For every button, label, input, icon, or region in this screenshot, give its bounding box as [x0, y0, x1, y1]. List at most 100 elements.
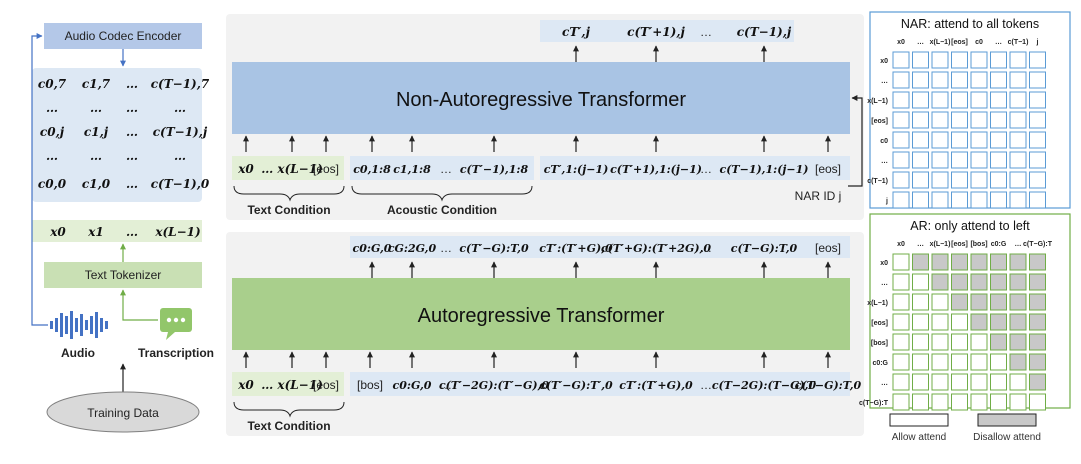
audio-label: Audio — [61, 346, 95, 360]
audio-codec-encoder-box — [44, 23, 202, 49]
mask-cell-allowed — [990, 131, 1007, 149]
nar-text-input-token: [eos] — [313, 162, 339, 176]
mask-col-header: [bos] — [970, 241, 987, 248]
mask-cell-allowed — [990, 191, 1007, 209]
audio-codec-encoder-label: Audio Codec Encoder — [65, 29, 182, 43]
mask-cell-allowed — [931, 171, 949, 189]
ar-output-token: c(T′+G):(T′+2G),0 — [601, 242, 711, 255]
mask-col-header: c0 — [975, 39, 983, 46]
mask-cell-allowed — [990, 111, 1007, 129]
mask-cell-allowed — [912, 71, 929, 89]
nar-text-condition-brace — [233, 185, 345, 202]
ar-codec-input-row — [350, 372, 850, 396]
mask-cell-disallowed — [1009, 353, 1027, 371]
codec-grid-cell: … — [126, 177, 138, 191]
mask-row-header: c(T−G):T — [859, 400, 889, 407]
mask-cell-allowed — [970, 373, 988, 391]
mask-col-header: j — [1036, 39, 1039, 46]
mask-cell-allowed — [1029, 51, 1046, 69]
text-token: x1 — [87, 225, 104, 239]
ar-input-token: [bos] — [357, 378, 383, 392]
audio-waveform-icon — [50, 311, 108, 339]
nar-acoustic-input-row — [350, 156, 534, 180]
mask-cell-allowed — [912, 191, 929, 209]
mask-cell-allowed — [892, 253, 910, 271]
ar-output-row — [350, 236, 850, 258]
nar-output-token: … — [700, 25, 712, 39]
mask-cell-allowed — [951, 373, 968, 391]
transcription-to-tokenizer-arrow — [120, 289, 158, 321]
mask-cell-allowed — [931, 293, 949, 311]
mask-cell-disallowed — [1029, 313, 1046, 331]
mask-cell-allowed — [931, 333, 949, 351]
mask-row-header: x0 — [880, 260, 888, 267]
ar-transformer-block — [232, 278, 850, 350]
codec-grid-cell: … — [46, 149, 58, 163]
mask-cell-allowed — [912, 393, 929, 411]
mask-cell-allowed — [970, 91, 988, 109]
mask-cell-disallowed — [951, 253, 968, 271]
mask-col-header: [eos] — [951, 39, 968, 46]
mask-row-header: x0 — [880, 58, 888, 65]
ar-input-token: c0:G,0 — [393, 379, 432, 392]
mask-cell-allowed — [1029, 91, 1046, 109]
codec-grid-cell: … — [90, 149, 102, 163]
codec-grid-cell: c(T−1),7 — [151, 77, 210, 91]
mask-cell-allowed — [990, 151, 1007, 169]
mask-cell-allowed — [1009, 51, 1027, 69]
mask-cell-allowed — [990, 91, 1007, 109]
mask-cell-allowed — [970, 353, 988, 371]
nar-transformer-title: Non-Autoregressive Transformer — [396, 89, 686, 111]
mask-row-header: … — [881, 380, 888, 387]
codec-grid-cell: c(T−1),0 — [151, 177, 210, 191]
mask-cell-disallowed — [1009, 273, 1027, 291]
mask-cell-allowed — [970, 71, 988, 89]
mask-cell-allowed — [1029, 151, 1046, 169]
mask-cell-allowed — [990, 393, 1007, 411]
mask-cell-allowed — [892, 151, 910, 169]
nar-acoustic-input-token: c1,1:8 — [393, 163, 431, 176]
ar-attention-mask: x0…x(L−1)[eos][bos]c0:G…c(T−G):Tx0…x(L−1… — [859, 241, 1053, 411]
mask-cell-disallowed — [1029, 353, 1046, 371]
nar-input-arrows — [243, 135, 831, 152]
mask-row-header: c(T−1) — [867, 178, 888, 185]
ar-output-token: c0:G,0 — [353, 242, 392, 255]
training-data-ellipse — [46, 391, 200, 433]
mask-cell-allowed — [931, 91, 949, 109]
codec-grid-cell: … — [46, 101, 58, 115]
ar-text-input-token: [eos] — [313, 378, 339, 392]
mask-cell-allowed — [912, 273, 929, 291]
legend-disallow-label: Disallow attend — [973, 432, 1041, 443]
mask-cell-allowed — [1029, 191, 1046, 209]
nar-text-input-token: x0 — [237, 162, 254, 176]
codec-grid-cell: … — [90, 101, 102, 115]
codec-grid-cell: … — [174, 149, 186, 163]
ar-input-token: cT′:(T′+G),0 — [619, 379, 693, 392]
mask-cell-allowed — [970, 151, 988, 169]
codec-grid-cell: … — [126, 149, 138, 163]
mask-row-header: c0:G — [872, 360, 888, 367]
mask-cell-disallowed — [970, 253, 988, 271]
mask-cell-allowed — [892, 393, 910, 411]
ar-output-token: cT′:(T′+G),0 — [539, 242, 613, 255]
mask-col-header: … — [1015, 241, 1022, 248]
mask-cell-disallowed — [931, 253, 949, 271]
mask-row-header: [bos] — [871, 340, 888, 347]
ar-input-token: c(T′−G):T′,0 — [539, 379, 613, 392]
mask-cell-allowed — [892, 111, 910, 129]
mask-cell-allowed — [1029, 71, 1046, 89]
mask-cell-disallowed — [990, 333, 1007, 351]
codec-grid-cell: … — [126, 125, 138, 139]
transcription-label: Transcription — [138, 346, 214, 360]
mask-cell-allowed — [951, 313, 968, 331]
mask-cell-disallowed — [1009, 313, 1027, 331]
mask-row-header: … — [881, 280, 888, 287]
mask-cell-allowed — [951, 91, 968, 109]
audio-to-encoder-arrow — [31, 33, 48, 326]
nar-text-input-row — [232, 156, 344, 180]
text-token: x0 — [49, 225, 66, 239]
mask-cell-allowed — [912, 111, 929, 129]
codec-grid-cell: c0,j — [40, 125, 65, 139]
mask-cell-allowed — [1029, 171, 1046, 189]
mask-cell-allowed — [912, 51, 929, 69]
